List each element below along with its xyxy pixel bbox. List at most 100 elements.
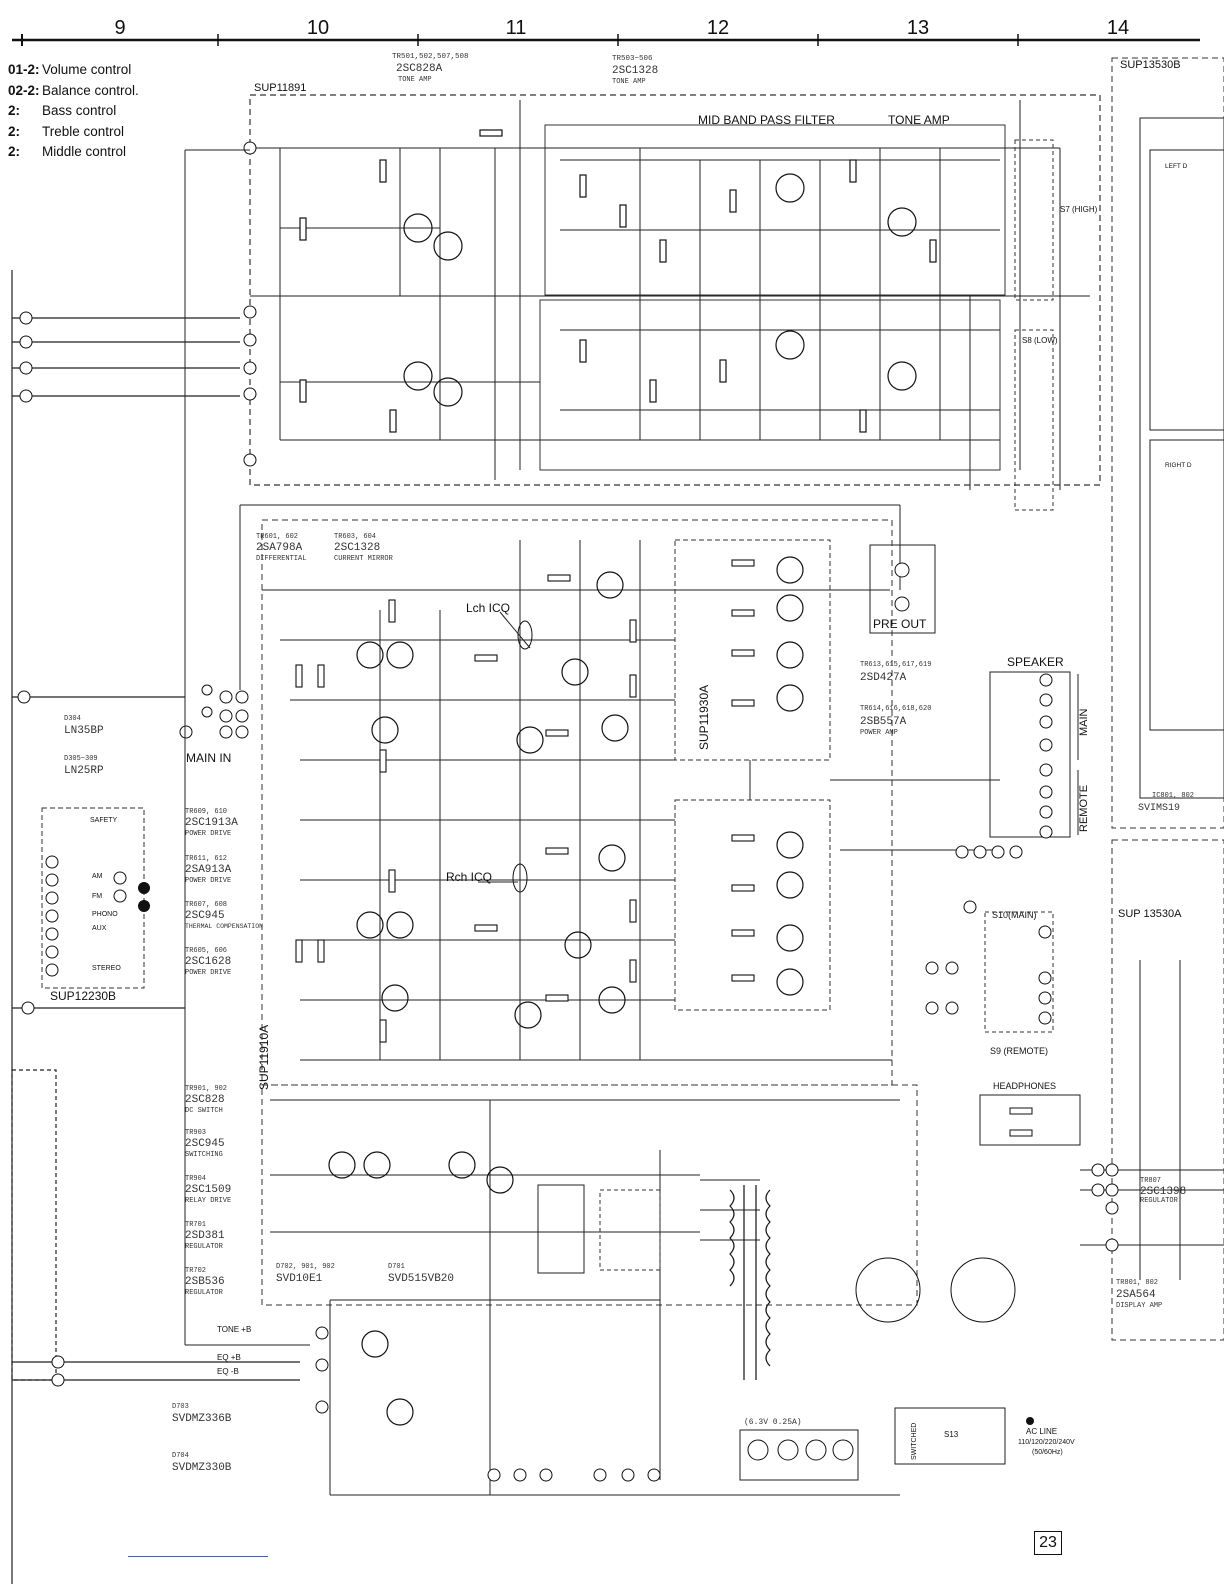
- page-number: 23: [1034, 1531, 1062, 1555]
- mid-band-title: MID BAND PASS FILTER: [698, 113, 835, 127]
- tone-tr-role: TONE AMP: [398, 76, 432, 84]
- tr-note-part: 2SC945: [185, 1138, 225, 1150]
- s9-label: S9 (REMOTE): [990, 1046, 1048, 1056]
- grid-col-label: 10: [307, 17, 329, 39]
- tr-note-part: 2SA913A: [185, 864, 232, 876]
- legend-key: 2:: [8, 123, 21, 139]
- s7-label: S7 (HIGH): [1060, 205, 1098, 214]
- speaker-main-label: MAIN: [1078, 708, 1090, 736]
- tr-note-part: 2SB536: [185, 1276, 225, 1288]
- power-note-part: 2SB557A: [860, 716, 907, 728]
- grid-col-label: 12: [707, 17, 729, 39]
- diode-note-part: SVDMZ336B: [172, 1413, 232, 1425]
- tone-tr-part: 2SC828A: [396, 63, 443, 75]
- diode-note-ids: D701: [388, 1263, 405, 1271]
- headphones-label: HEADPHONES: [993, 1081, 1056, 1091]
- right-board-top-label: SUP13530B: [1120, 59, 1181, 71]
- safety-label: SAFETY: [90, 817, 118, 824]
- left-d-label: LEFT D: [1165, 163, 1188, 170]
- tr801-role: DISPLAY AMP: [1116, 1302, 1162, 1310]
- lamp-rating-label: (6.3V 0.25A): [744, 1418, 802, 1427]
- legend-label: Middle control: [42, 144, 127, 159]
- tr-note-ids: TR901, 902: [185, 1085, 227, 1093]
- switched-label: SWITCHED: [911, 1423, 918, 1460]
- tone-tr2-header: TR503~506: [612, 55, 653, 63]
- power-note-ids: TR614,616,618,620: [860, 705, 931, 713]
- grid-col-label: 9: [114, 17, 125, 39]
- right-board-top: SUP13530B LEFT D RIGHT D IC801, 802 SVIM…: [1111, 57, 1224, 829]
- stereo-label: STEREO: [92, 965, 121, 972]
- tr-note-ids: TR607, 608: [185, 901, 227, 909]
- tr-note-role: DIFFERENTIAL: [256, 555, 306, 563]
- lower-notes: TR609, 610 2SC1913A POWER DRIVE TR611, 6…: [172, 808, 454, 1474]
- tr-note-role: SWITCHING: [185, 1151, 223, 1159]
- indicator-board: D304 LN35BP D305~309 LN25RP SUP12230B SA…: [41, 715, 150, 1003]
- legend-label: Treble control: [42, 123, 125, 139]
- tr-note-part: 2SC1628: [185, 956, 231, 968]
- tr807-role: REGULATOR: [1140, 1197, 1179, 1205]
- right-board-bottom: SUP 13530A TR807 2SC1398 REGULATOR TR801…: [1080, 839, 1224, 1341]
- diode-note-part: SVDMZ330B: [172, 1462, 232, 1474]
- indicator-board-label: SUP12230B: [50, 989, 116, 1003]
- tr-note-role: CURRENT MIRROR: [334, 555, 394, 563]
- left-terminals: [17, 311, 65, 1387]
- speaker-label: SPEAKER: [1007, 655, 1064, 669]
- svims-label: SVIMS19: [1138, 803, 1180, 814]
- power-supply-region: (6.3V 0.25A) SWITCHED S13 AC LINE 110/12…: [184, 149, 1075, 1496]
- ac-line-label: AC LINE: [1026, 1427, 1057, 1436]
- ac-freq-label: (50/60Hz): [1032, 1449, 1063, 1456]
- diode-note-ids: D304: [64, 715, 81, 723]
- legend-row: 2: Treble control: [8, 122, 139, 143]
- legend-label: Balance control.: [42, 82, 139, 98]
- legend-row: 2:Middle control: [8, 142, 139, 163]
- tr807-part: 2SC1398: [1140, 1186, 1186, 1198]
- left-margin-lines: [11, 270, 300, 1584]
- speaker-block: SPEAKER MAIN REMOTE: [989, 655, 1090, 839]
- headphones-block: HEADPHONES: [979, 1081, 1081, 1146]
- grid-col-label: 11: [506, 17, 527, 39]
- tr-note-role: DC SWITCH: [185, 1107, 223, 1115]
- tr-note-part: 2SC1509: [185, 1184, 231, 1196]
- phono-label: PHONO: [92, 911, 118, 918]
- tr-note-ids: TR605, 606: [185, 947, 227, 955]
- legend-row: 01-2:Volume control: [8, 60, 139, 81]
- tr-note-ids: TR601, 602: [256, 533, 298, 541]
- tr-note-ids: TR609, 610: [185, 808, 227, 816]
- diode-note-part: LN35BP: [64, 725, 104, 737]
- legend-key: 02-2:: [8, 82, 40, 98]
- tone-b-label: TONE +B: [217, 1325, 251, 1334]
- tr-note-part: 2SC1913A: [185, 817, 238, 829]
- tr-note-role: REGULATOR: [185, 1289, 224, 1297]
- diode-note-ids: D704: [172, 1452, 189, 1460]
- main-board-label: SUP11910A: [257, 1025, 271, 1090]
- legend-row: 02-2:Balance control.: [8, 81, 139, 102]
- tr801-label: TR801, 802: [1116, 1279, 1158, 1287]
- diode-note-part: SVD515VB20: [388, 1273, 454, 1285]
- diode-note-ids: D703: [172, 1403, 189, 1411]
- tr-note-ids: TR903: [185, 1129, 206, 1137]
- power-amp-left-label: SUP11930A: [697, 685, 711, 750]
- tr-note-ids: TR904: [185, 1175, 206, 1183]
- tr-note-role: POWER DRIVE: [185, 969, 231, 977]
- tone-tr-header: TR501,502,507,508: [392, 53, 469, 61]
- tr-note-role: POWER DRIVE: [185, 877, 231, 885]
- tr-note-part: 2SD381: [185, 1230, 225, 1242]
- s10-label: S10(MAIN): [992, 910, 1037, 920]
- legend-row: 2:Bass control: [8, 101, 139, 122]
- tr-note-part: 2SC945: [185, 910, 225, 922]
- control-legend: 01-2:Volume control 02-2:Balance control…: [8, 60, 139, 163]
- tr801-part: 2SA564: [1116, 1289, 1156, 1301]
- s13-label: S13: [944, 1430, 959, 1439]
- tr-note-ids: TR611, 612: [185, 855, 227, 863]
- tone-tr2-part: 2SC1328: [612, 65, 658, 77]
- diode-note-ids: D702, 901, 902: [276, 1263, 335, 1271]
- link-underline: [128, 1556, 268, 1557]
- tone-tr2-role: TONE AMP: [612, 78, 646, 86]
- legend-label: Volume control: [42, 62, 132, 77]
- legend-key: 01-2:: [8, 62, 40, 77]
- legend-key: 2:: [8, 103, 21, 118]
- aux-label: AUX: [92, 925, 107, 932]
- tone-board: SUP11891 MID BAND PASS FILTER TONE AMP: [243, 82, 1101, 511]
